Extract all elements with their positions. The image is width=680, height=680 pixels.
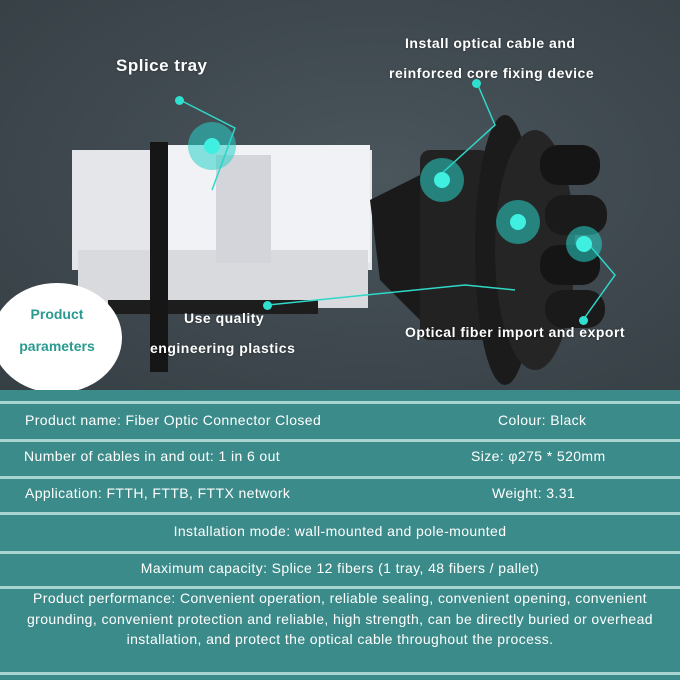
callout-dot xyxy=(472,79,481,88)
param-colour: Colour: Black xyxy=(498,412,587,428)
fiber-io-marker xyxy=(566,226,602,262)
callout-dot xyxy=(175,96,184,105)
param-product-name: Product name: Fiber Optic Connector Clos… xyxy=(25,412,322,428)
splice-tray-marker xyxy=(188,122,236,170)
fiber-closure-illustration xyxy=(72,82,616,385)
callout-dot xyxy=(263,301,272,310)
callout-install-2: reinforced core fixing device xyxy=(389,65,595,81)
product-photo: Splice tray Install optical cable and re… xyxy=(0,0,680,393)
param-application: Application: FTTH, FTTB, FTTX network xyxy=(25,485,291,501)
callout-dot xyxy=(579,316,588,325)
callout-install-1: Install optical cable and xyxy=(405,35,576,51)
divider xyxy=(0,512,680,515)
parameter-table xyxy=(0,390,680,680)
fixing-device-marker xyxy=(420,158,464,202)
param-capacity: Maximum capacity: Splice 12 fibers (1 tr… xyxy=(140,560,540,576)
divider xyxy=(0,586,680,589)
divider xyxy=(0,401,680,404)
param-size: Size: φ275 * 520mm xyxy=(471,448,606,464)
divider xyxy=(0,551,680,554)
callout-splice-tray: Splice tray xyxy=(116,56,208,75)
divider xyxy=(0,476,680,479)
plastics-marker xyxy=(496,200,540,244)
param-performance: Product performance: Convenient operatio… xyxy=(26,590,653,647)
param-weight: Weight: 3.31 xyxy=(492,485,576,501)
splice-tray-stack xyxy=(72,142,372,372)
callout-plastics-1: Use quality xyxy=(184,310,265,326)
product-parameters-badge: Product parameters xyxy=(0,283,122,393)
callout-plastics-2: engineering plastics xyxy=(150,340,296,356)
badge-line1: Product xyxy=(30,306,84,322)
param-installation: Installation mode: wall-mounted and pole… xyxy=(173,523,507,539)
divider xyxy=(0,672,680,675)
callout-fiber-io: Optical fiber import and export xyxy=(405,324,626,340)
closure-body xyxy=(370,115,607,385)
param-cables: Number of cables in and out: 1 in 6 out xyxy=(24,448,281,464)
divider xyxy=(0,439,680,442)
badge-line2: parameters xyxy=(19,338,95,354)
